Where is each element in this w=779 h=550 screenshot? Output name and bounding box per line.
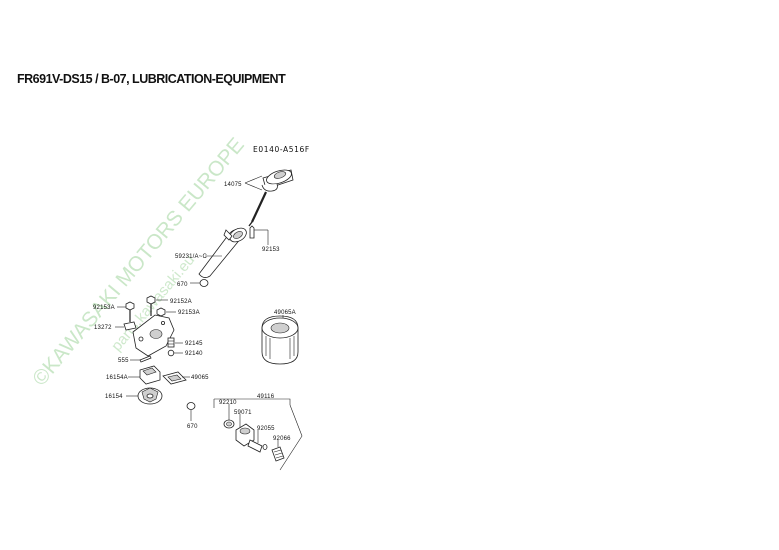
spring-92145[interactable] [167,337,175,348]
part-label-49116[interactable]: 49116 [257,394,275,400]
o-ring-670-bottom[interactable] [186,402,196,410]
part-label-92153A-1[interactable]: 92153A [93,305,115,311]
plug-92210[interactable] [223,419,235,429]
part-label-59071[interactable]: 59071 [234,410,252,416]
part-label-670-bottom[interactable]: 670 [187,424,198,430]
oil-pump-cover-part[interactable] [132,314,175,357]
oil-filter-part[interactable] [261,315,299,365]
part-label-92210[interactable]: 92210 [219,400,237,406]
ball-92140[interactable] [167,349,175,357]
part-label-14075[interactable]: 14075 [224,182,242,188]
pin-555[interactable] [139,355,152,363]
valve-59071[interactable] [235,423,263,453]
lever-13272[interactable] [123,321,137,331]
part-label-13272[interactable]: 13272 [94,325,112,331]
part-label-92055[interactable]: 92055 [257,426,275,432]
part-label-92152A[interactable]: 92152A [170,299,192,305]
part-label-16154A[interactable]: 16154A [106,375,128,381]
page-title: FR691V-DS15 / B-07, LUBRICATION-EQUIPMEN… [17,72,286,86]
bolt-92152A[interactable] [146,295,156,316]
assembly-49116-frame [213,398,303,471]
rotor-16154A[interactable] [139,365,161,385]
o-ring-92055[interactable] [262,444,268,450]
part-label-92153A-2[interactable]: 92153A [178,310,200,316]
bolt-92153A-right[interactable] [156,307,166,317]
part-label-670-top[interactable]: 670 [177,282,188,288]
bolt-92153A-left[interactable] [125,301,135,322]
part-label-59231[interactable]: 59231/A~C [175,254,207,260]
rotor-16154[interactable] [137,387,163,405]
part-label-16154[interactable]: 16154 [105,394,123,400]
part-label-49065[interactable]: 49065 [191,375,209,381]
part-label-555[interactable]: 555 [118,358,129,364]
filler-tube-part[interactable] [198,225,249,278]
diagram-code: E0140-A516F [253,145,310,154]
gasket-49065[interactable] [162,371,187,385]
part-label-92066[interactable]: 92066 [273,436,291,442]
part-label-92145[interactable]: 92145 [185,341,203,347]
plug-92066[interactable] [271,446,285,462]
part-label-92153[interactable]: 92153 [262,247,280,253]
bolt-92153[interactable] [249,225,255,239]
o-ring-670-top[interactable] [199,279,209,287]
part-label-92140[interactable]: 92140 [185,351,203,357]
part-label-49065A[interactable]: 49065A [274,310,296,316]
dipstick-part[interactable] [248,167,294,227]
